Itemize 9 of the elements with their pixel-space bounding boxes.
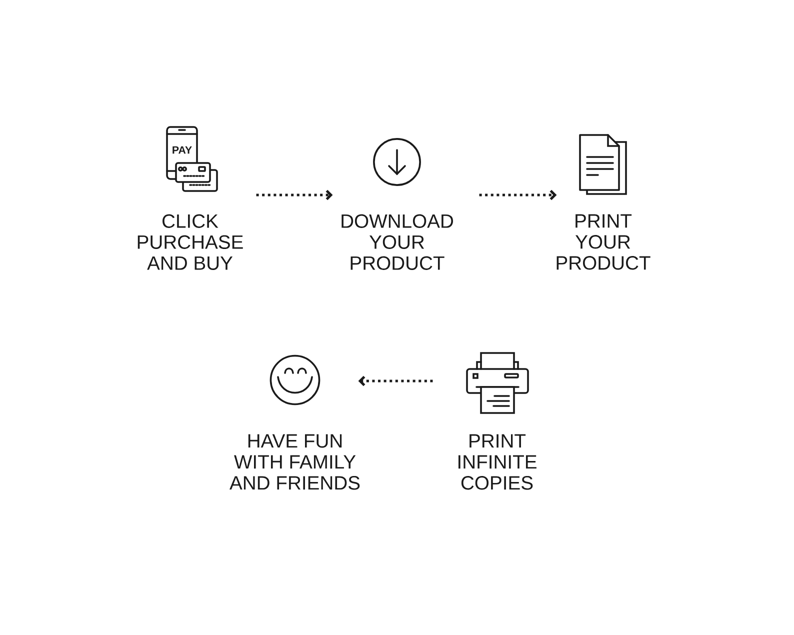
dotted-arrow [358,376,433,386]
dotted-arrow [479,190,557,200]
step-caption: HAVE FUN WITH FAMILY AND FRIENDS [230,434,360,490]
step-caption: CLICK PURCHASE AND BUY [138,214,243,270]
icon-label: PAY [172,146,192,154]
step-caption: PRINT YOUR PRODUCT [556,214,650,270]
dotted-arrow [256,190,333,200]
step-caption: PRINT INFINITE COPIES [458,434,536,490]
step-caption: DOWNLOAD YOUR PRODUCT [342,214,454,270]
